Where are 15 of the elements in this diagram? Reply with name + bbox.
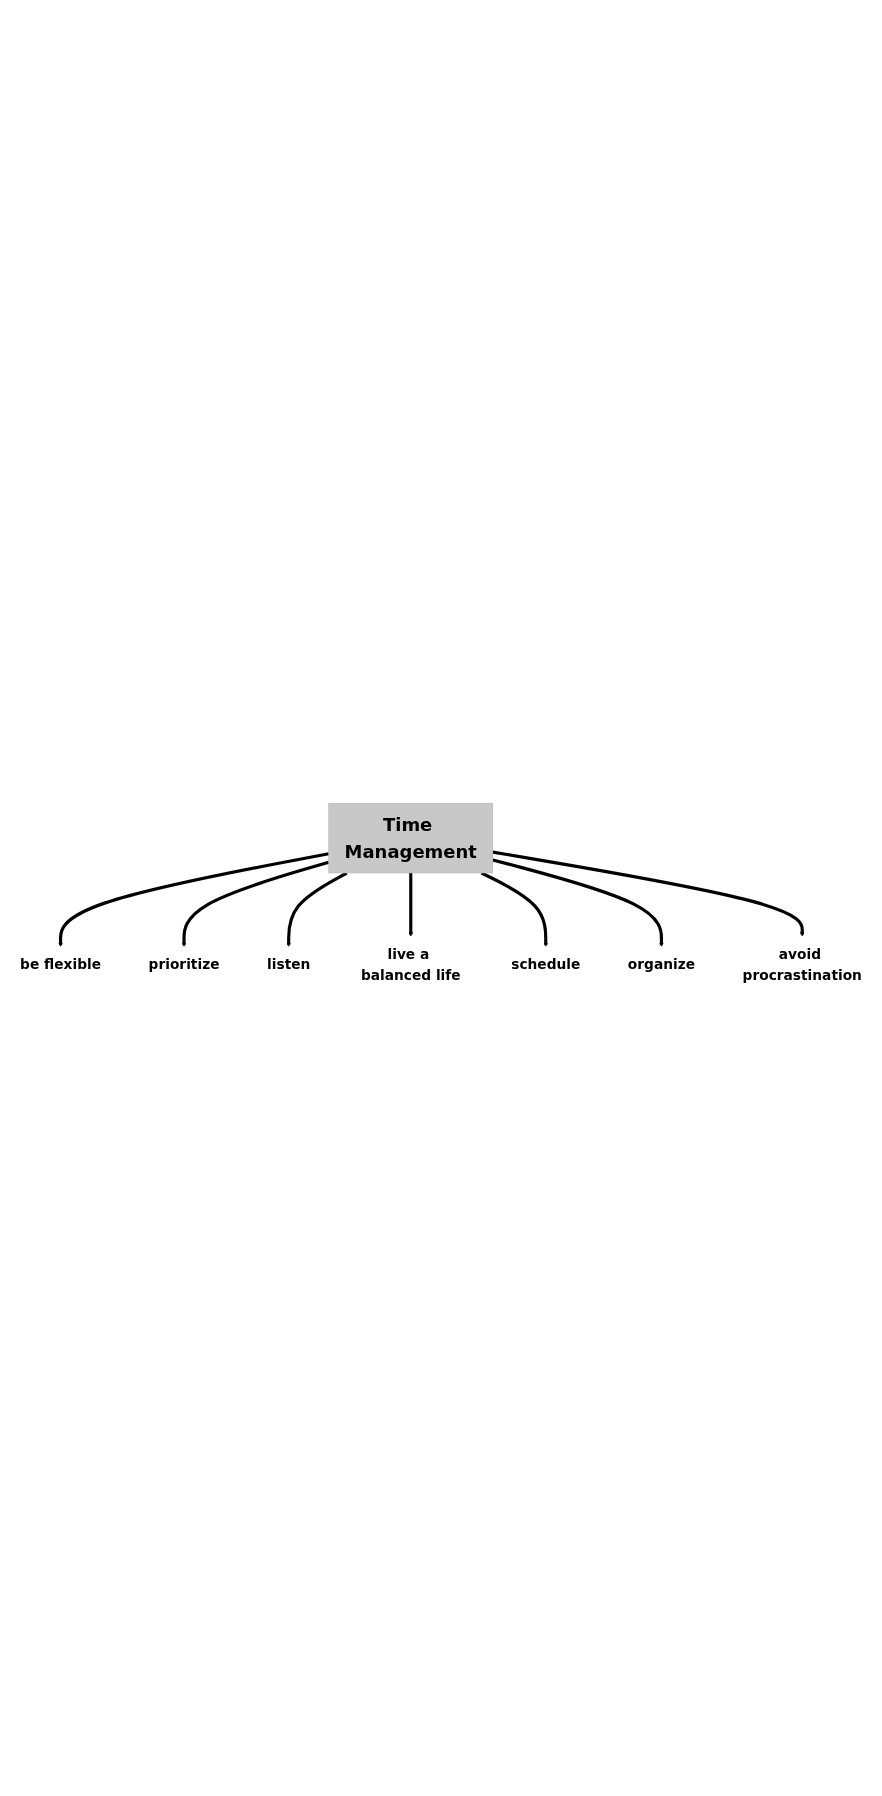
arrow — [492, 850, 805, 937]
node-text: organize — [627, 956, 696, 973]
arrow — [181, 860, 330, 947]
node-text: schedule — [511, 956, 581, 973]
node-box: Time Management — [328, 802, 494, 873]
arrow — [58, 851, 330, 947]
node-text: be flexible — [20, 956, 102, 973]
arrow — [480, 871, 549, 947]
node-text: live a balanced life — [360, 946, 461, 983]
arrow — [408, 872, 414, 937]
arrow — [492, 858, 664, 947]
arrow — [286, 871, 348, 947]
node-text: prioritize — [148, 956, 220, 973]
node-text: avoid procrastination — [742, 946, 862, 983]
node-text: listen — [267, 956, 311, 973]
